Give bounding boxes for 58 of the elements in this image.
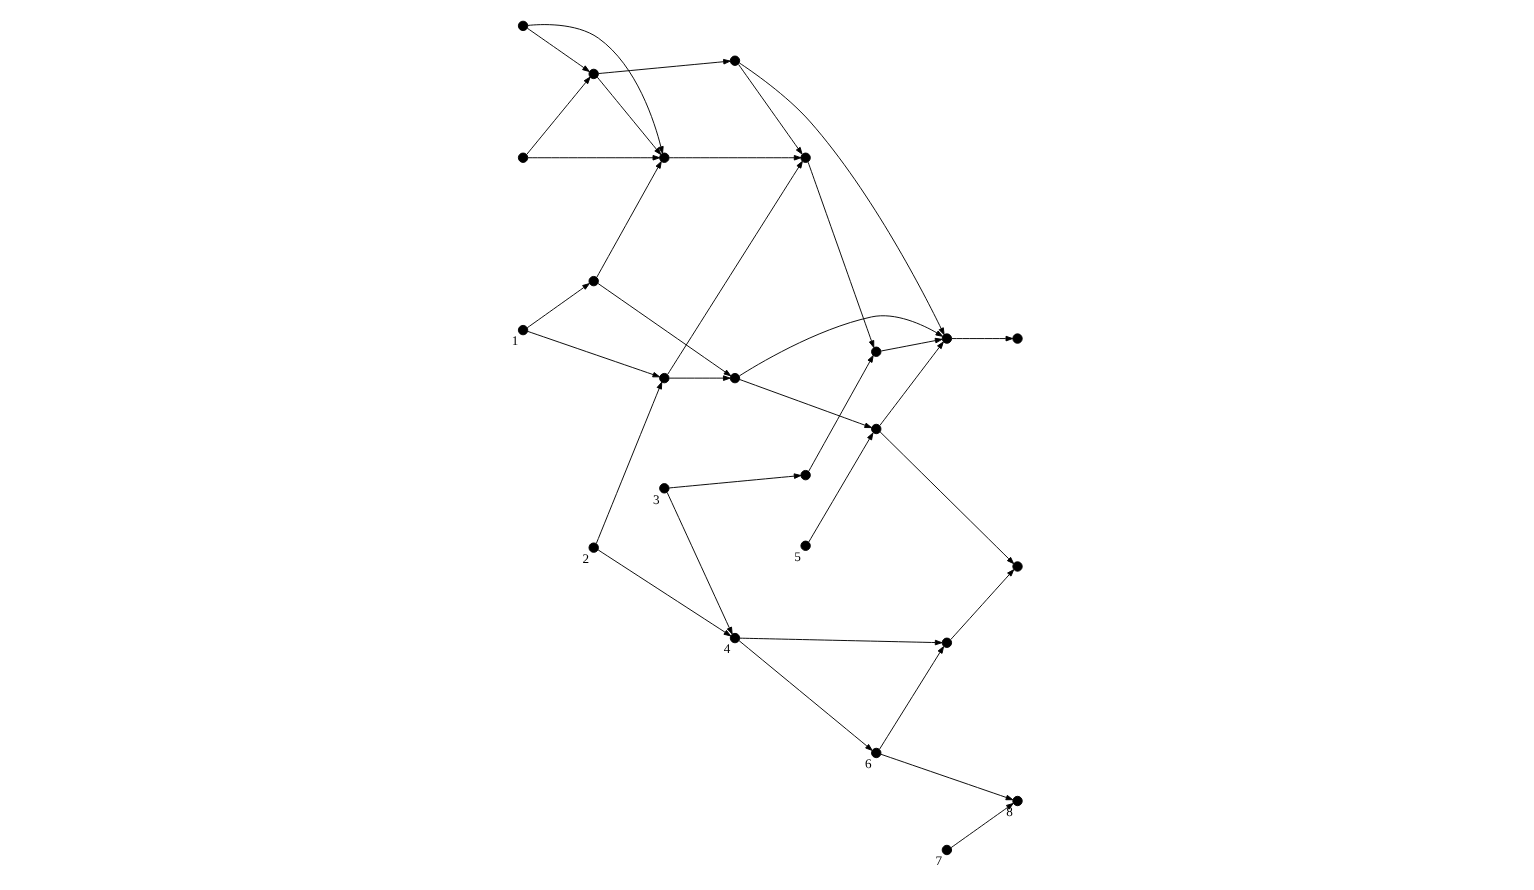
arrow xyxy=(668,375,731,381)
node-circle xyxy=(800,540,811,551)
node-circle xyxy=(941,333,953,344)
arrow xyxy=(595,381,663,544)
arrow xyxy=(739,315,944,377)
node-circle xyxy=(659,372,670,384)
node-circle xyxy=(871,346,882,357)
arrow xyxy=(596,76,662,156)
arrow xyxy=(808,355,874,472)
node-circle xyxy=(659,483,670,494)
node-circle xyxy=(1012,795,1023,807)
node-circle xyxy=(941,844,953,856)
node-circle xyxy=(941,637,953,648)
node-circle xyxy=(517,20,529,32)
arrow xyxy=(667,160,803,375)
arrow xyxy=(739,637,943,646)
node-circle xyxy=(517,324,529,336)
node-circle xyxy=(729,632,741,644)
node-circle xyxy=(588,68,599,80)
arrow xyxy=(880,337,943,352)
arrow xyxy=(738,640,873,751)
arrow xyxy=(597,283,732,377)
arrow xyxy=(596,161,662,278)
arrow xyxy=(879,341,944,427)
node-circle xyxy=(588,275,599,287)
arrow xyxy=(739,379,872,429)
arrow xyxy=(808,432,874,543)
arrow xyxy=(526,27,590,72)
node-circle xyxy=(729,372,741,384)
arrow xyxy=(879,646,945,750)
arrow xyxy=(526,76,591,156)
node-circle xyxy=(729,55,741,66)
arrow xyxy=(527,330,661,378)
arrow xyxy=(950,569,1015,640)
arrow xyxy=(527,24,664,154)
node-circle xyxy=(871,747,882,759)
arrow xyxy=(666,491,733,635)
node-circle xyxy=(871,423,882,435)
node-circle xyxy=(517,152,529,163)
arrow xyxy=(950,803,1014,849)
arrow xyxy=(597,549,732,637)
arrow xyxy=(738,62,945,336)
arrow xyxy=(668,154,802,161)
node-circle xyxy=(1012,561,1023,572)
arrow xyxy=(668,473,802,489)
node-circle xyxy=(1012,333,1023,344)
arrow xyxy=(807,161,875,348)
arrow xyxy=(880,753,1014,801)
node-circle xyxy=(659,152,670,163)
arrow xyxy=(526,283,590,329)
node-circle xyxy=(800,469,811,481)
arrow xyxy=(527,154,661,161)
arrow xyxy=(879,431,1015,565)
node-circle xyxy=(588,542,599,553)
arrow xyxy=(951,335,1014,342)
arrow xyxy=(738,63,803,155)
node-circle xyxy=(800,152,811,163)
arrow xyxy=(598,58,731,74)
